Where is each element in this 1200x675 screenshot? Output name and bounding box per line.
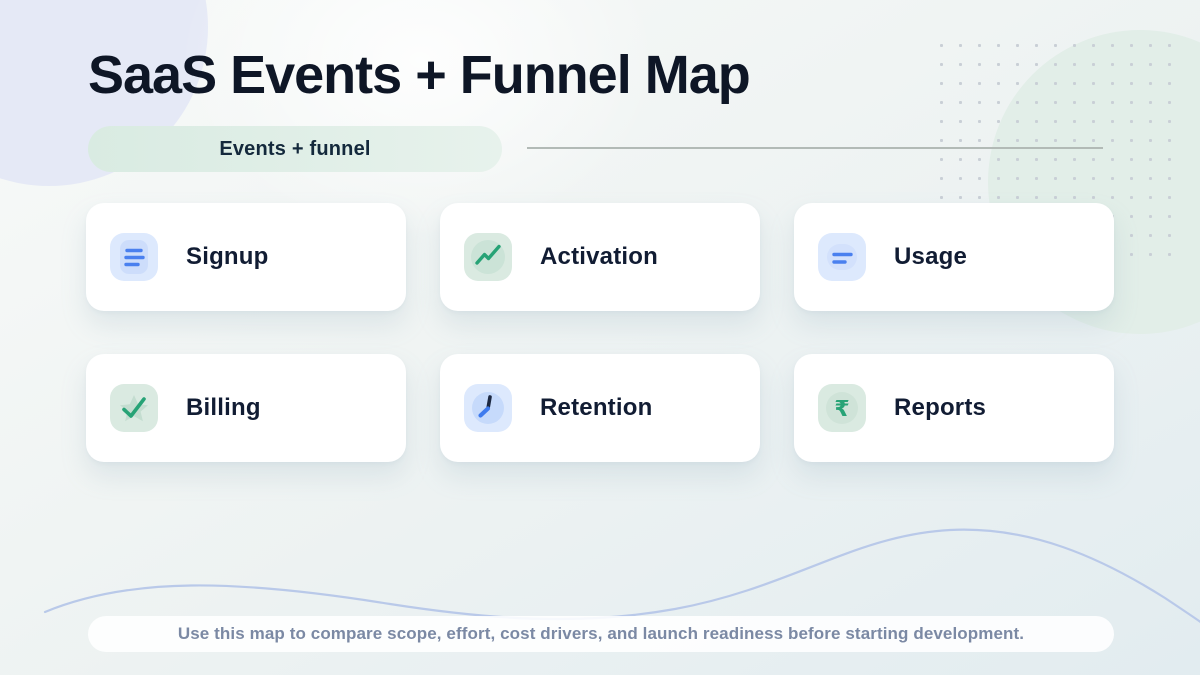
card-label: Usage — [894, 243, 968, 270]
star-check-icon — [110, 384, 158, 432]
two-lines-icon — [818, 233, 866, 281]
footer-note-pill: Use this map to compare scope, effort, c… — [88, 616, 1114, 652]
card-label: Billing — [186, 394, 261, 421]
decor-wave-line — [43, 528, 1200, 623]
card-retention[interactable]: Retention — [440, 354, 760, 462]
list-lines-icon — [110, 233, 158, 281]
svg-text:₹: ₹ — [834, 397, 849, 422]
header-divider-line — [527, 147, 1103, 149]
events-funnel-badge: Events + funnel — [88, 126, 502, 172]
page-title: SaaS Events + Funnel Map — [88, 45, 751, 105]
card-label: Reports — [894, 394, 987, 421]
card-signup[interactable]: Signup — [86, 203, 406, 311]
trend-up-icon — [464, 233, 512, 281]
card-reports[interactable]: ₹ Reports — [794, 354, 1114, 462]
rupee-icon: ₹ — [818, 384, 866, 432]
footer-note-text: Use this map to compare scope, effort, c… — [177, 624, 1025, 643]
card-label: Signup — [186, 243, 269, 270]
funnel-card-grid: Signup Activation Usage — [86, 203, 1114, 462]
clock-icon — [464, 384, 512, 432]
card-billing[interactable]: Billing — [86, 354, 406, 462]
badge-label: Events + funnel — [219, 137, 371, 160]
card-usage[interactable]: Usage — [794, 203, 1114, 311]
card-label: Retention — [540, 394, 653, 421]
card-activation[interactable]: Activation — [440, 203, 760, 311]
card-label: Activation — [540, 243, 659, 270]
